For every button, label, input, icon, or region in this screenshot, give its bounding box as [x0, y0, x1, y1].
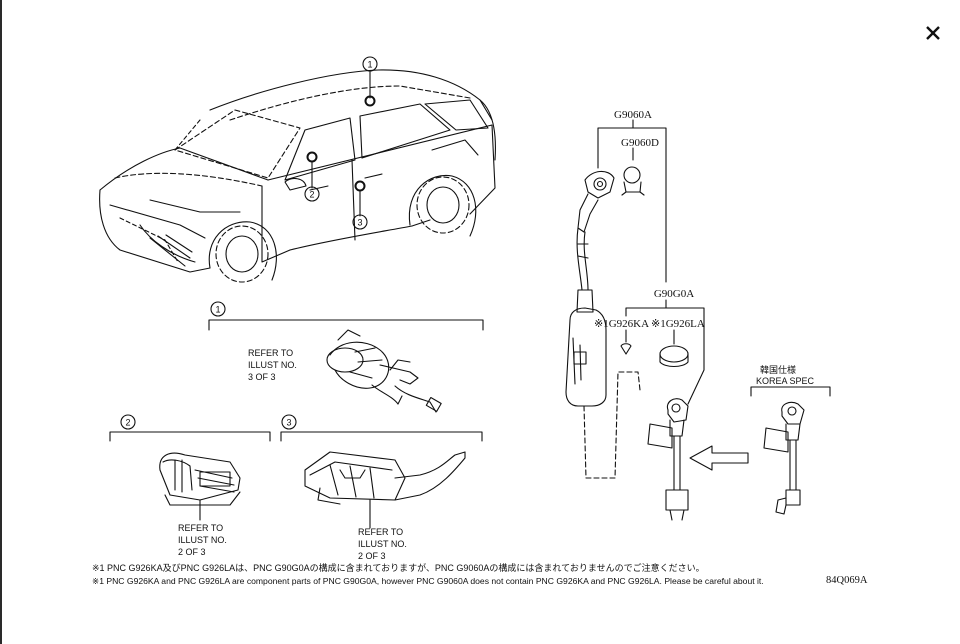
vehicle-illustration: [99, 69, 496, 283]
footnote-english: ※1 PNC G926KA and PNC G926LA are compone…: [92, 576, 764, 586]
detail-2-number: 2: [125, 418, 130, 428]
detail-2-bracket: [109, 414, 271, 442]
ref-3-line-1: REFER TO: [358, 527, 403, 537]
footnote-japanese: ※1 PNC G926KA及びPNC G926LAは、PNC G90G0Aの構成…: [92, 563, 705, 573]
cable-control-box: [565, 289, 641, 479]
g926la-cover: [659, 329, 689, 368]
korea-spec-adapter: [763, 401, 805, 515]
callout-2-vehicle: [304, 151, 320, 202]
part-number-g9060d: G9060D: [621, 137, 659, 149]
part-number-g90g0a: G90G0A: [654, 288, 694, 300]
g9060a-bracket: [597, 119, 667, 283]
ref-1-line-1: REFER TO: [248, 348, 293, 358]
illustration-code: 84Q069A: [826, 575, 868, 586]
detail-3-number: 3: [286, 418, 291, 428]
part-3-charger-unit: [304, 451, 466, 529]
left-border: [0, 0, 2, 644]
korea-spec-en-label: KOREA SPEC: [756, 376, 815, 386]
detail-1-number: 1: [215, 305, 220, 315]
close-button[interactable]: [918, 18, 948, 48]
adapter-cable: [647, 315, 705, 521]
ref-2-line-3: 2 OF 3: [178, 547, 206, 557]
ref-2-line-2: ILLUST NO.: [178, 535, 227, 545]
direction-arrow: [689, 445, 749, 471]
g926ka-clip: [620, 329, 632, 355]
detail-3-bracket: [280, 414, 483, 442]
ref-1-line-3: 3 OF 3: [248, 372, 276, 382]
part-number-g926ka: ※1G926KA: [594, 318, 649, 330]
callout-3-label: 3: [357, 218, 362, 228]
detail-1-bracket: [208, 301, 484, 331]
ref-1-line-2: ILLUST NO.: [248, 360, 297, 370]
part-number-g9060a: G9060A: [614, 109, 652, 121]
part-number-g926la: ※1G926LA: [651, 318, 705, 330]
callout-1-label: 1: [367, 60, 372, 70]
ref-3-line-3: 2 OF 3: [358, 551, 386, 561]
part-2-module: [159, 452, 241, 521]
part-1-harness: [326, 329, 442, 413]
callout-1-vehicle: [362, 56, 378, 107]
g90g0a-bracket: [625, 299, 705, 317]
cable-plug-head: [576, 170, 615, 291]
callout-3-vehicle: [352, 180, 368, 230]
callout-2-label: 2: [309, 190, 314, 200]
g9060d-cap: [621, 166, 645, 196]
close-icon: [926, 26, 940, 40]
korea-spec-bracket: [750, 386, 831, 397]
ref-3-line-2: ILLUST NO.: [358, 539, 407, 549]
korea-spec-jp-label: 韓国仕様: [760, 364, 796, 375]
ref-2-line-1: REFER TO: [178, 523, 223, 533]
